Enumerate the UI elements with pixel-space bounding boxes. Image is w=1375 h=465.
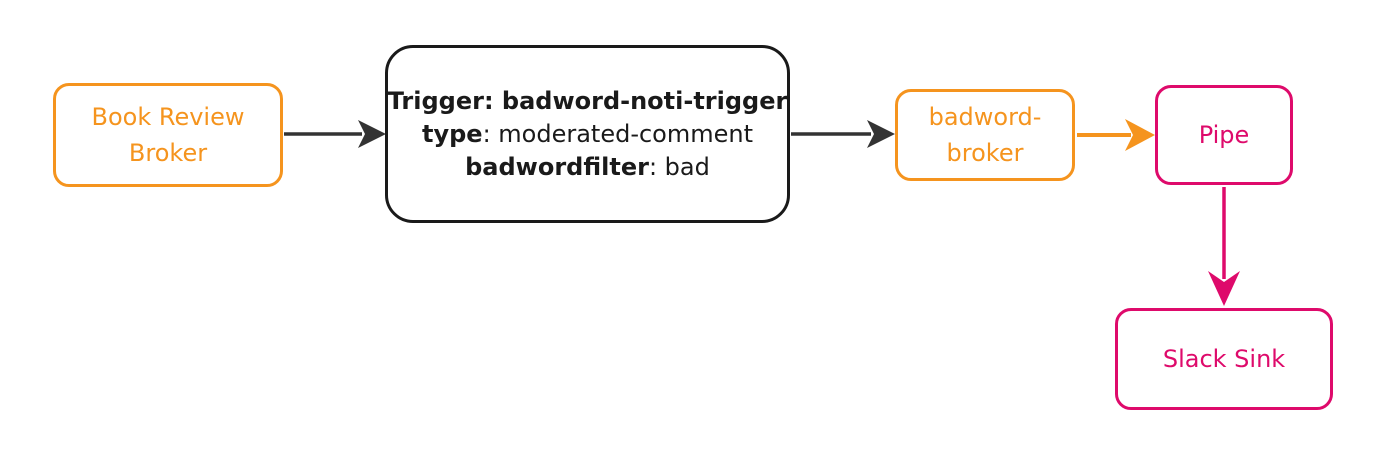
trigger-line-3: badwordfilter: bad	[465, 152, 710, 181]
node-pipe: Pipe	[1155, 85, 1293, 185]
edge-trigger-to-badword-broker	[791, 120, 895, 148]
node-label: Pipe	[1198, 121, 1250, 149]
arrowhead-down-icon	[1208, 271, 1240, 306]
node-label: Slack Sink	[1162, 345, 1286, 373]
node-label: Book Review Broker	[91, 103, 245, 167]
arrowhead-right-icon	[358, 120, 386, 148]
trigger-line-2: type: moderated-comment	[421, 119, 754, 148]
edge-pipe-to-slack-sink	[1208, 187, 1240, 306]
arrowhead-right-icon	[1125, 119, 1155, 151]
node-label: badword-broker	[928, 103, 1042, 167]
node-badword-broker: badword-broker	[895, 89, 1075, 181]
node-slack-sink: Slack Sink	[1115, 308, 1333, 410]
trigger-line-1: Trigger: badword-noti-trigger	[387, 86, 788, 115]
edge-badword-broker-to-pipe	[1077, 119, 1155, 151]
edge-book-review-broker-to-trigger	[284, 120, 386, 148]
arrowhead-right-icon	[867, 120, 895, 148]
node-book-review-broker: Book Review Broker	[53, 83, 283, 187]
node-trigger-details: Trigger: badword-noti-trigger type: mode…	[385, 45, 790, 223]
